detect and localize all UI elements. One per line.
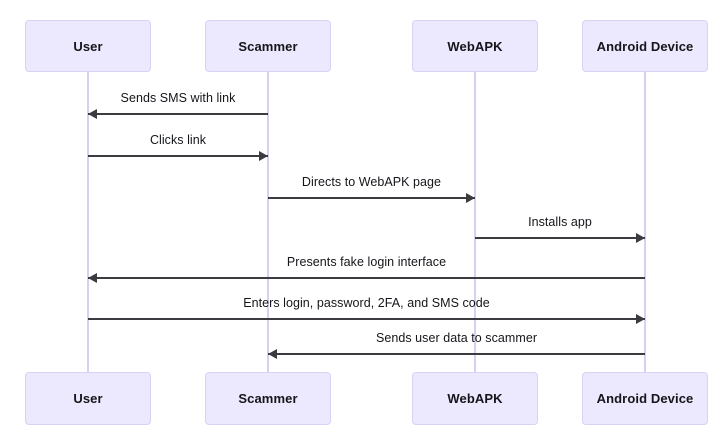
message-line xyxy=(88,277,645,279)
arrowhead-right-icon xyxy=(636,232,645,243)
participant-footer-webapk[interactable]: WebAPK xyxy=(412,372,538,425)
participant-footer-scammer[interactable]: Scammer xyxy=(205,372,331,425)
arrowhead-left-icon xyxy=(88,108,97,119)
message-line xyxy=(88,318,645,320)
participant-header-android[interactable]: Android Device xyxy=(582,20,708,72)
participant-header-webapk[interactable]: WebAPK xyxy=(412,20,538,72)
message-label: Clicks link xyxy=(149,133,207,147)
arrowhead-right-icon xyxy=(259,150,268,161)
message-label: Sends user data to scammer xyxy=(375,331,538,345)
participant-header-user[interactable]: User xyxy=(25,20,151,72)
participant-label: WebAPK xyxy=(447,38,503,54)
participant-label: User xyxy=(73,38,103,54)
participant-label: Android Device xyxy=(596,391,694,406)
participant-label: Scammer xyxy=(238,38,298,54)
lifeline-android xyxy=(644,72,646,372)
message-label: Installs app xyxy=(528,215,592,229)
arrowhead-right-icon xyxy=(466,192,475,203)
message-label: Sends SMS with link xyxy=(120,91,236,105)
participant-footer-user[interactable]: User xyxy=(25,372,151,425)
message-line xyxy=(88,155,268,157)
message-line xyxy=(475,237,645,239)
participant-header-scammer[interactable]: Scammer xyxy=(205,20,331,72)
lifeline-scammer xyxy=(267,72,269,372)
message-label: Directs to WebAPK page xyxy=(301,175,442,189)
participant-label: User xyxy=(73,391,103,406)
message-line xyxy=(268,197,475,199)
participant-label: WebAPK xyxy=(447,391,503,406)
participant-label: Scammer xyxy=(238,391,298,406)
arrowhead-left-icon xyxy=(88,272,97,283)
participant-label: Android Device xyxy=(596,38,694,54)
lifeline-user xyxy=(87,72,89,372)
message-line xyxy=(268,353,645,355)
arrowhead-left-icon xyxy=(268,348,277,359)
message-label: Enters login, password, 2FA, and SMS cod… xyxy=(243,296,490,310)
message-line xyxy=(88,113,268,115)
arrowhead-right-icon xyxy=(636,313,645,324)
message-label: Presents fake login interface xyxy=(286,255,447,269)
participant-footer-android[interactable]: Android Device xyxy=(582,372,708,425)
lifeline-webapk xyxy=(474,72,476,372)
